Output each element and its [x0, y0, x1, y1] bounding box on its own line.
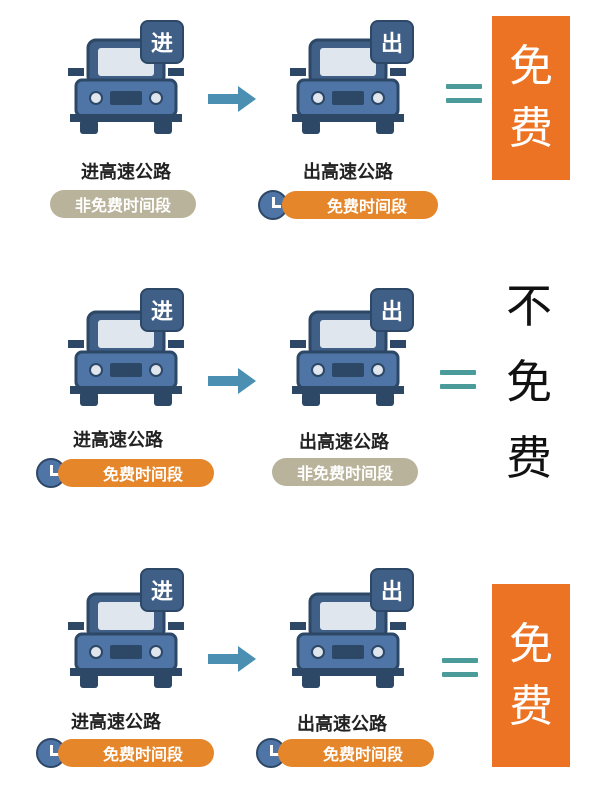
exit-badge: 出: [370, 568, 414, 612]
entry-time-tag: 免费时间段: [58, 739, 214, 767]
result-free-box: 免 费: [492, 16, 570, 180]
entry-badge: 进: [140, 568, 184, 612]
result-not-free-text: 不 免 费: [494, 268, 564, 496]
scenario-3: 进 进高速公路 免费时间段 出 出高速公路 免费时间段 免 费: [0, 556, 600, 806]
equals-icon: [440, 370, 476, 394]
scenario-2: 进 进高速公路 免费时间段 出 出高速公路 非免费时间段 不 免 费: [0, 272, 600, 522]
arrow-right-icon: [208, 646, 256, 672]
arrow-right-icon: [208, 368, 256, 394]
scenario-1: 进 进高速公路 非免费时间段 出 出高速公路 免费时间段 免 费: [0, 0, 600, 250]
arrow-right-icon: [208, 86, 256, 112]
exit-caption: 出高速公路: [299, 432, 389, 453]
entry-time-tag: 非免费时间段: [50, 190, 196, 218]
exit-badge: 出: [370, 288, 414, 332]
entry-time-tag: 免费时间段: [58, 459, 214, 487]
exit-time-tag: 非免费时间段: [272, 458, 418, 486]
result-free-box: 免 费: [492, 584, 570, 767]
exit-caption: 出高速公路: [303, 162, 393, 183]
exit-badge: 出: [370, 20, 414, 64]
result-char: 费: [509, 103, 553, 154]
result-char: 不: [506, 279, 552, 333]
result-char: 免: [509, 41, 553, 92]
exit-time-tag: 免费时间段: [282, 191, 438, 219]
result-char: 免: [509, 618, 553, 670]
equals-icon: [446, 84, 482, 108]
car-icon: [68, 592, 184, 688]
entry-caption: 进高速公路: [81, 162, 171, 183]
result-char: 费: [509, 680, 553, 732]
equals-icon: [442, 658, 478, 682]
car-icon: [290, 310, 406, 406]
entry-caption: 进高速公路: [73, 430, 163, 451]
entry-badge: 进: [140, 20, 184, 64]
result-char: 免: [506, 355, 552, 409]
entry-caption: 进高速公路: [71, 712, 161, 733]
car-icon: [290, 592, 406, 688]
result-char: 费: [506, 431, 552, 485]
car-icon: [68, 38, 184, 134]
exit-caption: 出高速公路: [297, 714, 387, 735]
exit-time-tag: 免费时间段: [278, 739, 434, 767]
entry-badge: 进: [140, 288, 184, 332]
